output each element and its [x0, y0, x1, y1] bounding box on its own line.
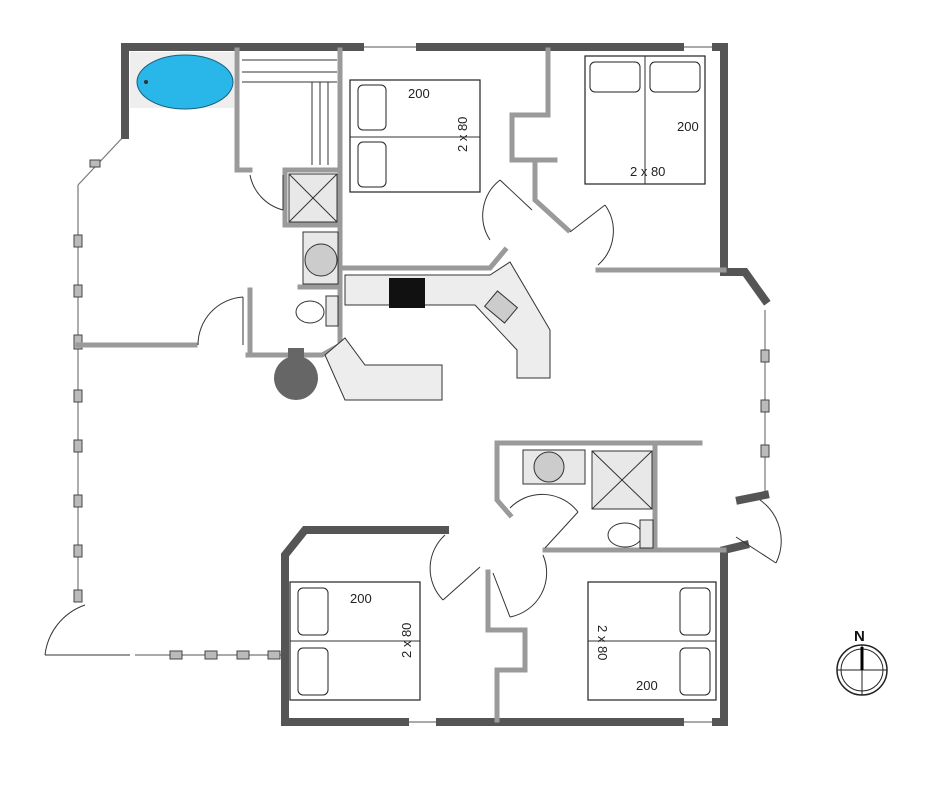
stove	[389, 278, 425, 308]
windows	[73, 46, 770, 723]
svg-text:200: 200	[636, 678, 658, 693]
doors[interactable]	[44, 174, 782, 656]
kitchen-sink	[483, 290, 519, 324]
bathtub	[130, 52, 234, 110]
svg-text:2 x 80: 2 x 80	[595, 625, 610, 660]
bed-2: 200 2 x 80	[584, 55, 706, 185]
sink	[302, 231, 339, 285]
svg-text:200: 200	[677, 119, 699, 134]
shower	[288, 173, 338, 223]
svg-text:2 x 80: 2 x 80	[399, 623, 414, 658]
bed-3: 200 2 x 80	[289, 581, 421, 701]
window-nodes	[73, 159, 770, 660]
bed-1: 200 2 x 80	[349, 79, 481, 193]
svg-text:200: 200	[408, 86, 430, 101]
toilet	[295, 295, 339, 327]
sauna-benches	[242, 59, 337, 165]
bathroom-2-fixtures	[522, 449, 654, 549]
compass-label: N	[854, 628, 865, 645]
kitchen-counter	[324, 261, 551, 401]
interior-walls	[75, 47, 727, 723]
svg-text:200: 200	[350, 591, 372, 606]
exterior-walls	[121, 43, 771, 726]
svg-text:2 x 80: 2 x 80	[630, 164, 665, 179]
fireplace	[274, 348, 318, 400]
bed-4: 200 2 x 80	[587, 581, 717, 701]
svg-text:2 x 80: 2 x 80	[455, 117, 470, 152]
north-compass-icon: N	[836, 628, 888, 696]
